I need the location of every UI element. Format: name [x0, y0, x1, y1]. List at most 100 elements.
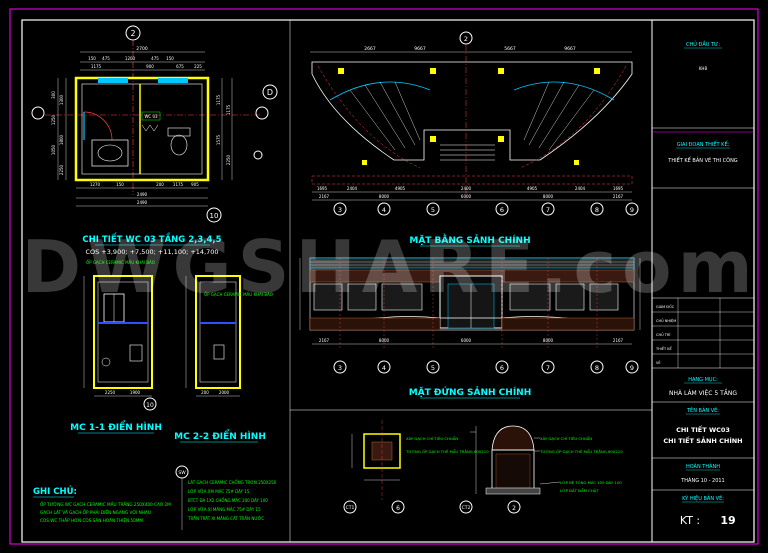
note-3: COS WC THẤP HƠN COS SÀN HOÀN THIỆN 50MM: [40, 518, 143, 523]
svg-text:2167: 2167: [613, 338, 624, 343]
wc-detail-title: CHI TIẾT WC 03 TẦNG 2,3,4,5: [82, 232, 221, 245]
svg-text:6: 6: [500, 364, 504, 372]
svg-text:9: 9: [630, 206, 634, 214]
wc-window-2: [158, 78, 188, 83]
elevation-axis-bubbles: 3 4 5 6 7 8 9: [333, 360, 639, 374]
wc-dims-top: 2700 150 475 1200 475 150 1175 900 675 2…: [80, 46, 205, 71]
svg-text:1695: 1695: [317, 186, 328, 191]
svg-text:4905: 4905: [395, 186, 406, 191]
floor-item-5: TRẦN TRÁT XI MĂNG CÁT TRẦN NƯỚC: [187, 516, 264, 521]
elevation-title: MẶT ĐỨNG SẢNH CHÍNH: [409, 386, 532, 398]
sheet-name-line1: CHI TIẾT WC03: [676, 424, 730, 434]
mc2-toilet: [213, 344, 225, 360]
svg-text:2167: 2167: [613, 194, 624, 199]
svg-text:1175: 1175: [173, 182, 184, 187]
floor-item-2: LỚP VỮA XM MÁC 75# DÀY 15: [188, 489, 250, 494]
svg-text:9667: 9667: [414, 46, 426, 52]
section-mc2: ỐP GẠCH CERAMIC MẦU KHAI BÁO 200 2000 MC…: [174, 275, 273, 443]
notes-title: GHI CHÚ:: [33, 485, 77, 497]
svg-text:1800: 1800: [59, 134, 64, 145]
svg-text:1575: 1575: [216, 134, 221, 145]
svg-text:150: 150: [166, 56, 174, 61]
owner-value: KHB: [699, 66, 708, 71]
svg-text:8000: 8000: [379, 194, 390, 199]
title-block: CHỦ ĐẦU TƯ: KHB GIAI ĐOẠN THIẾT KẾ: THIẾ…: [651, 19, 755, 543]
axis-bubble-10: [206, 207, 222, 223]
svg-text:6000: 6000: [461, 338, 472, 343]
svg-text:1900: 1900: [130, 390, 141, 395]
svg-text:8000: 8000: [543, 194, 554, 199]
svg-text:1300: 1300: [59, 94, 64, 105]
svg-text:1270: 1270: [90, 182, 101, 187]
svg-text:1200: 1200: [125, 56, 136, 61]
general-notes: GHI CHÚ: ỐP TƯỜNG WC GẠCH CERAMIC MẦU TR…: [33, 465, 277, 530]
elevation-roof-band: [309, 257, 635, 269]
wc-plan: 2 2700 150 475 1200 475 150 1175 900 675…: [31, 25, 278, 256]
canopy-ribs: [349, 81, 595, 151]
svg-text:7: 7: [546, 364, 550, 372]
svg-text:2250: 2250: [59, 164, 64, 175]
mc1-title: MC 1-1 ĐIỂN HÌNH: [70, 420, 162, 433]
svg-text:8: 8: [595, 364, 599, 372]
ct1-tag: CT1: [346, 505, 355, 511]
mc2-outline: [195, 275, 241, 389]
wc-dims-left: 300 1250 1050 1300 1800 2250: [51, 78, 67, 180]
wc-window: [98, 78, 128, 83]
item-label: HẠNG MỤC:: [688, 377, 718, 383]
plan-outline-dashed: [311, 175, 633, 185]
plan-columns: [338, 68, 600, 165]
svg-text:200: 200: [156, 182, 164, 187]
ct2-dome: [491, 425, 535, 451]
floor-item-3: BTCT ĐÁ 1X2 CHỐNG MÁC 200 DÀY 100: [188, 498, 268, 503]
note-2: GẠCH LÁT VÀ GẠCH ỐP PHẢI ĐIỀN NGANG VỚI …: [40, 510, 151, 515]
detail-ct1: CT1 6: [343, 420, 405, 514]
ct2-note-2: TƯỜNG ỐP GẠCH THẺ MẦU TRẮNG 60X210: [539, 449, 623, 454]
complete-label: HOÀN THÀNH: [686, 463, 720, 470]
mc2-note: ỐP GẠCH CERAMIC MẦU KHAI BÁO: [204, 292, 273, 297]
svg-text:3: 3: [338, 364, 342, 372]
sheet-name-line2: CHI TIẾT SẢNH CHÍNH: [663, 435, 742, 445]
sheet-no-label: KÝ HIỆU BẢN VẼ:: [682, 494, 724, 502]
svg-text:2: 2: [464, 35, 468, 43]
ct1-axis-bubble: [391, 500, 405, 514]
ct2-note-4: LỚP ĐẤT ĐẦM CHẶT: [560, 488, 599, 493]
svg-text:8000: 8000: [543, 338, 554, 343]
svg-text:9: 9: [630, 364, 634, 372]
section-mc1: ỐP GẠCH CERAMIC MẦU KHAI BÁO 2250 1900 1…: [70, 260, 162, 434]
svg-text:5667: 5667: [504, 46, 516, 52]
lobby-elevation: 2167 8000 6000 8000 2167 3 4 5 6 7 8 9 M…: [299, 257, 641, 399]
role-5: VẼ: [656, 360, 661, 365]
svg-text:8: 8: [595, 206, 599, 214]
svg-text:225: 225: [194, 64, 202, 69]
stage-label: GIAI ĐOẠN THIẾT KẾ:: [677, 140, 730, 148]
section-marker-right: [255, 106, 269, 120]
svg-text:200: 200: [201, 390, 209, 395]
svg-text:5: 5: [431, 206, 435, 214]
basin-bowl: [97, 144, 123, 162]
svg-text:6000: 6000: [461, 194, 472, 199]
complete-value: THÁNG 10 - 2011: [680, 477, 725, 484]
elevation-base-right: [501, 317, 635, 331]
sheet-no-prefix: KT :: [680, 514, 700, 527]
ct2-footing: [485, 487, 541, 495]
floor-item-1: LÁT GẠCH CERAMIC CHỐNG TRƠN 250X250: [188, 480, 277, 485]
role-3: CHỦ TRÌ: [656, 332, 670, 337]
svg-text:2700: 2700: [136, 46, 148, 52]
ct2-note-1: XÂY GẠCH CHỈ TIÊU CHUẨN: [540, 436, 592, 441]
ct2-note-3: LỚP BÊ TÔNG MÁC 150 DÀY 100: [560, 480, 622, 485]
role-2: CHỦ NHIỆM: [656, 318, 676, 323]
svg-text:2000: 2000: [219, 390, 230, 395]
svg-text:10: 10: [146, 402, 154, 409]
svg-text:2400: 2400: [461, 186, 472, 191]
wc-inner-wall: [81, 83, 203, 175]
elevation-windows: [313, 283, 619, 311]
svg-text:1175: 1175: [91, 64, 102, 69]
plan-steps: [440, 144, 495, 161]
plan-title: MẶT BẰNG SẢNH CHÍNH: [409, 233, 530, 246]
svg-text:2167: 2167: [319, 194, 330, 199]
svg-text:150: 150: [116, 182, 124, 187]
mc1-outline: [93, 275, 153, 389]
svg-text:7: 7: [546, 206, 550, 214]
canopy-outline: [311, 61, 633, 161]
section-marker-left: [31, 106, 45, 120]
